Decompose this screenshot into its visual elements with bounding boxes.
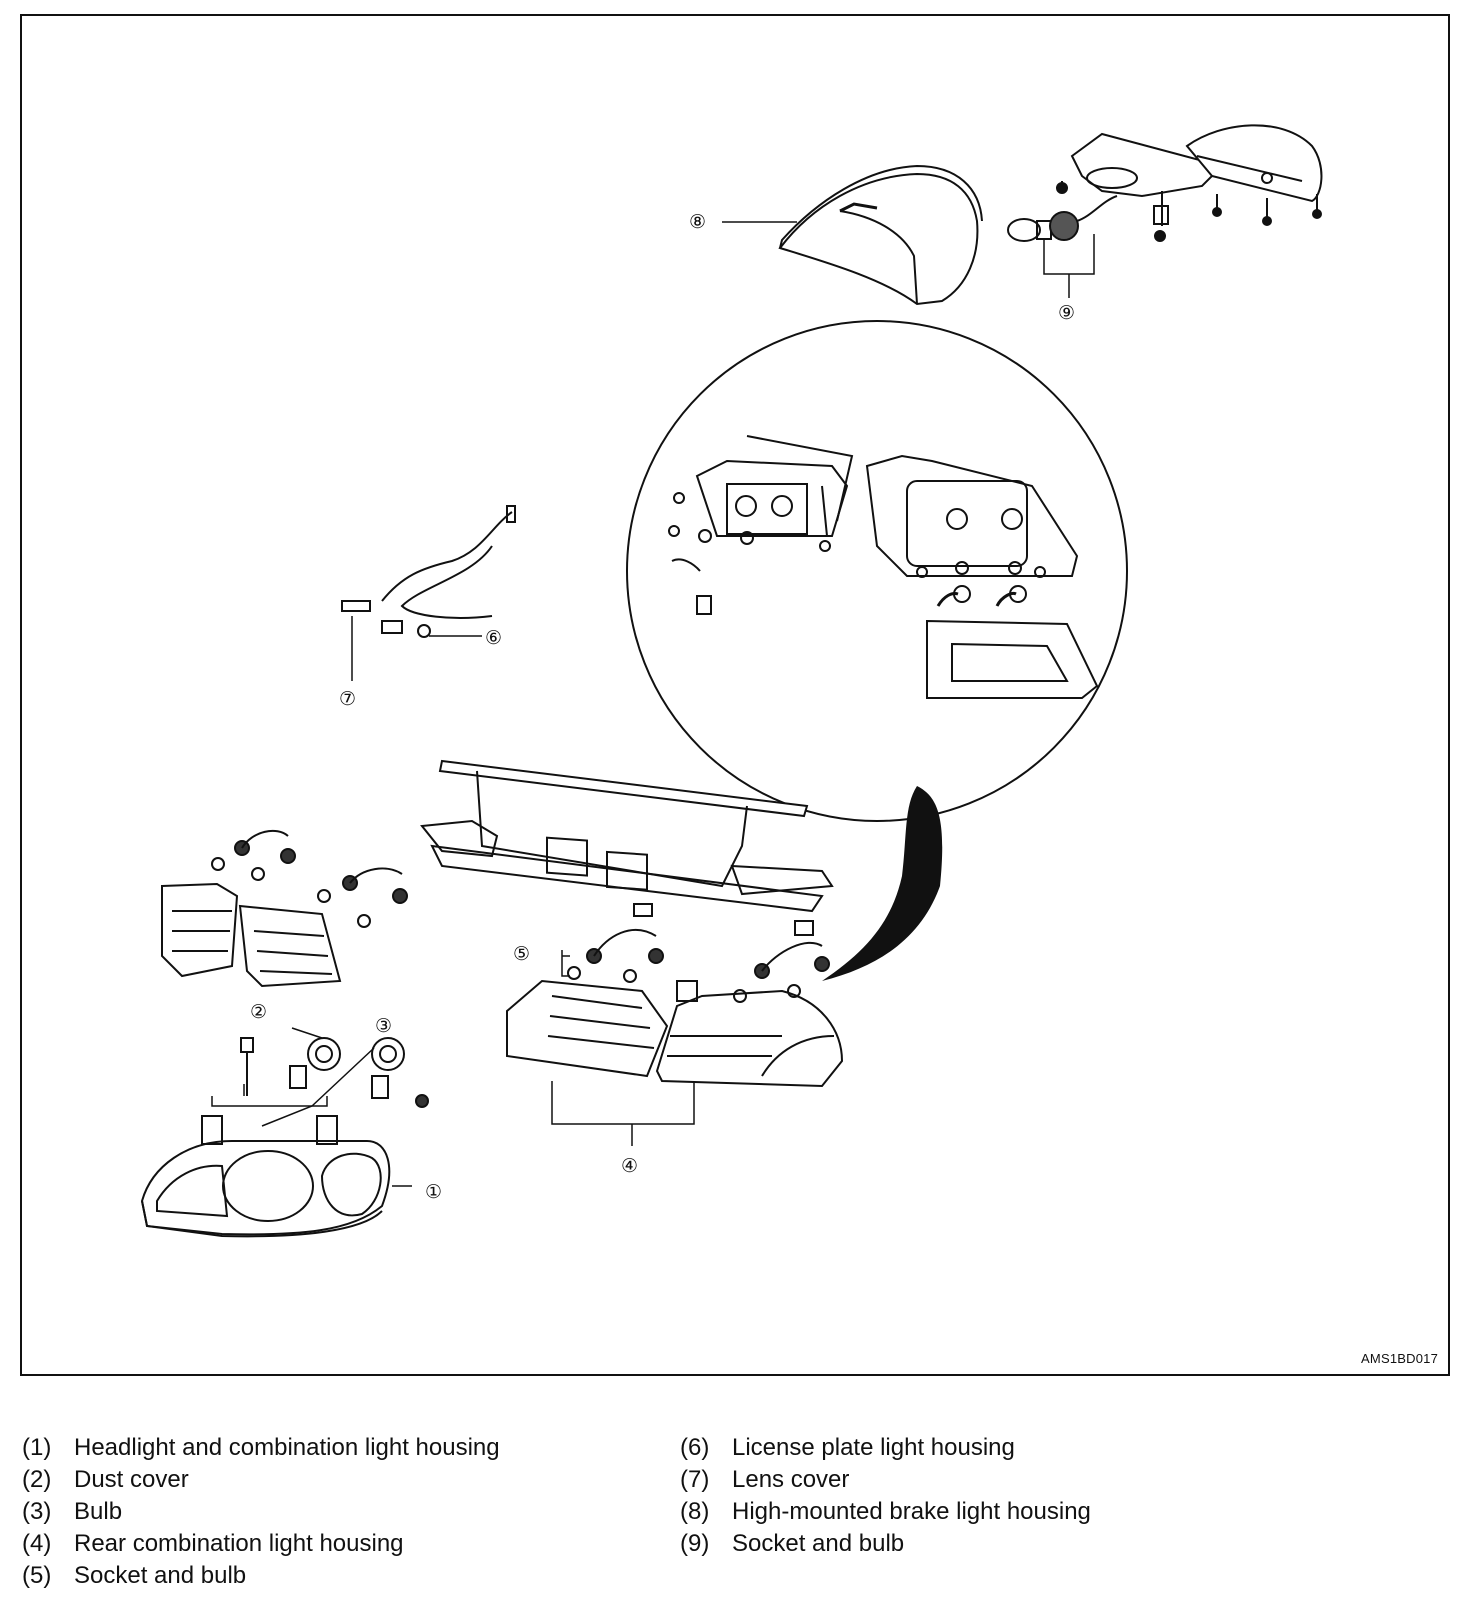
legend-number: (5) bbox=[22, 1562, 52, 1589]
callout-6: ⑥ bbox=[485, 627, 502, 649]
brake-light-bracket-assembly bbox=[1007, 124, 1323, 298]
diagram-frame: ① ② ③ ④ ⑤ ⑥ ⑦ ⑧ ⑨ AMS1BD017 bbox=[20, 14, 1450, 1376]
legend-number: (2) bbox=[22, 1466, 52, 1493]
legend-text: Lens cover bbox=[732, 1466, 850, 1493]
legend-text: Socket and bulb bbox=[732, 1530, 905, 1557]
callout-3: ③ bbox=[375, 1015, 392, 1037]
rear-garnish-panel bbox=[420, 759, 834, 913]
legend-number: (3) bbox=[22, 1498, 52, 1525]
legend-text: Dust cover bbox=[74, 1466, 189, 1493]
exploded-view-drawing: ① ② ③ ④ ⑤ ⑥ ⑦ ⑧ ⑨ bbox=[140, 124, 1323, 1238]
callout-9: ⑨ bbox=[1058, 302, 1075, 324]
diagram-code: AMS1BD017 bbox=[1361, 1351, 1438, 1366]
legend-number: (7) bbox=[680, 1466, 710, 1493]
front-side-lights bbox=[161, 829, 408, 988]
legend-text: Bulb bbox=[74, 1498, 123, 1525]
legend-item: (5) Socket and bulb bbox=[22, 1560, 500, 1592]
detail-view-circle bbox=[626, 320, 1128, 822]
callout-7: ⑦ bbox=[339, 688, 356, 710]
legend-left-column: (1) Headlight and combination light hous… bbox=[22, 1432, 500, 1592]
legend-item: (8) High-mounted brake light housing bbox=[680, 1496, 1091, 1528]
legend-number: (8) bbox=[680, 1498, 710, 1525]
legend-text: Rear combination light housing bbox=[74, 1530, 404, 1557]
legend-right-column: (6) License plate light housing (7) Lens… bbox=[680, 1432, 1091, 1560]
legend-item: (2) Dust cover bbox=[22, 1464, 500, 1496]
legend-item: (6) License plate light housing bbox=[680, 1432, 1091, 1464]
high-mounted-brake-light-housing bbox=[722, 164, 983, 306]
legend-number: (9) bbox=[680, 1530, 710, 1557]
detail-leader bbox=[822, 786, 943, 981]
legend-text: License plate light housing bbox=[732, 1434, 1015, 1461]
legend-number: (1) bbox=[22, 1434, 52, 1461]
legend-text: High-mounted brake light housing bbox=[732, 1498, 1091, 1525]
legend-item: (7) Lens cover bbox=[680, 1464, 1091, 1496]
callout-2: ② bbox=[250, 1001, 267, 1023]
legend-number: (6) bbox=[680, 1434, 710, 1461]
legend-text: Socket and bulb bbox=[74, 1562, 247, 1589]
rear-combination-lights bbox=[506, 903, 844, 1146]
legend-item: (1) Headlight and combination light hous… bbox=[22, 1432, 500, 1464]
callout-1: ① bbox=[425, 1181, 442, 1203]
legend-text: Headlight and combination light housing bbox=[74, 1434, 500, 1461]
license-plate-light-harness bbox=[341, 505, 516, 681]
legend-item: (4) Rear combination light housing bbox=[22, 1528, 500, 1560]
headlight-assembly bbox=[140, 1027, 429, 1238]
callout-8: ⑧ bbox=[689, 211, 706, 233]
callout-5: ⑤ bbox=[513, 943, 530, 965]
legend-number: (4) bbox=[22, 1530, 52, 1557]
callout-4: ④ bbox=[621, 1155, 638, 1177]
legend-item: (3) Bulb bbox=[22, 1496, 500, 1528]
legend-item: (9) Socket and bulb bbox=[680, 1528, 1091, 1560]
